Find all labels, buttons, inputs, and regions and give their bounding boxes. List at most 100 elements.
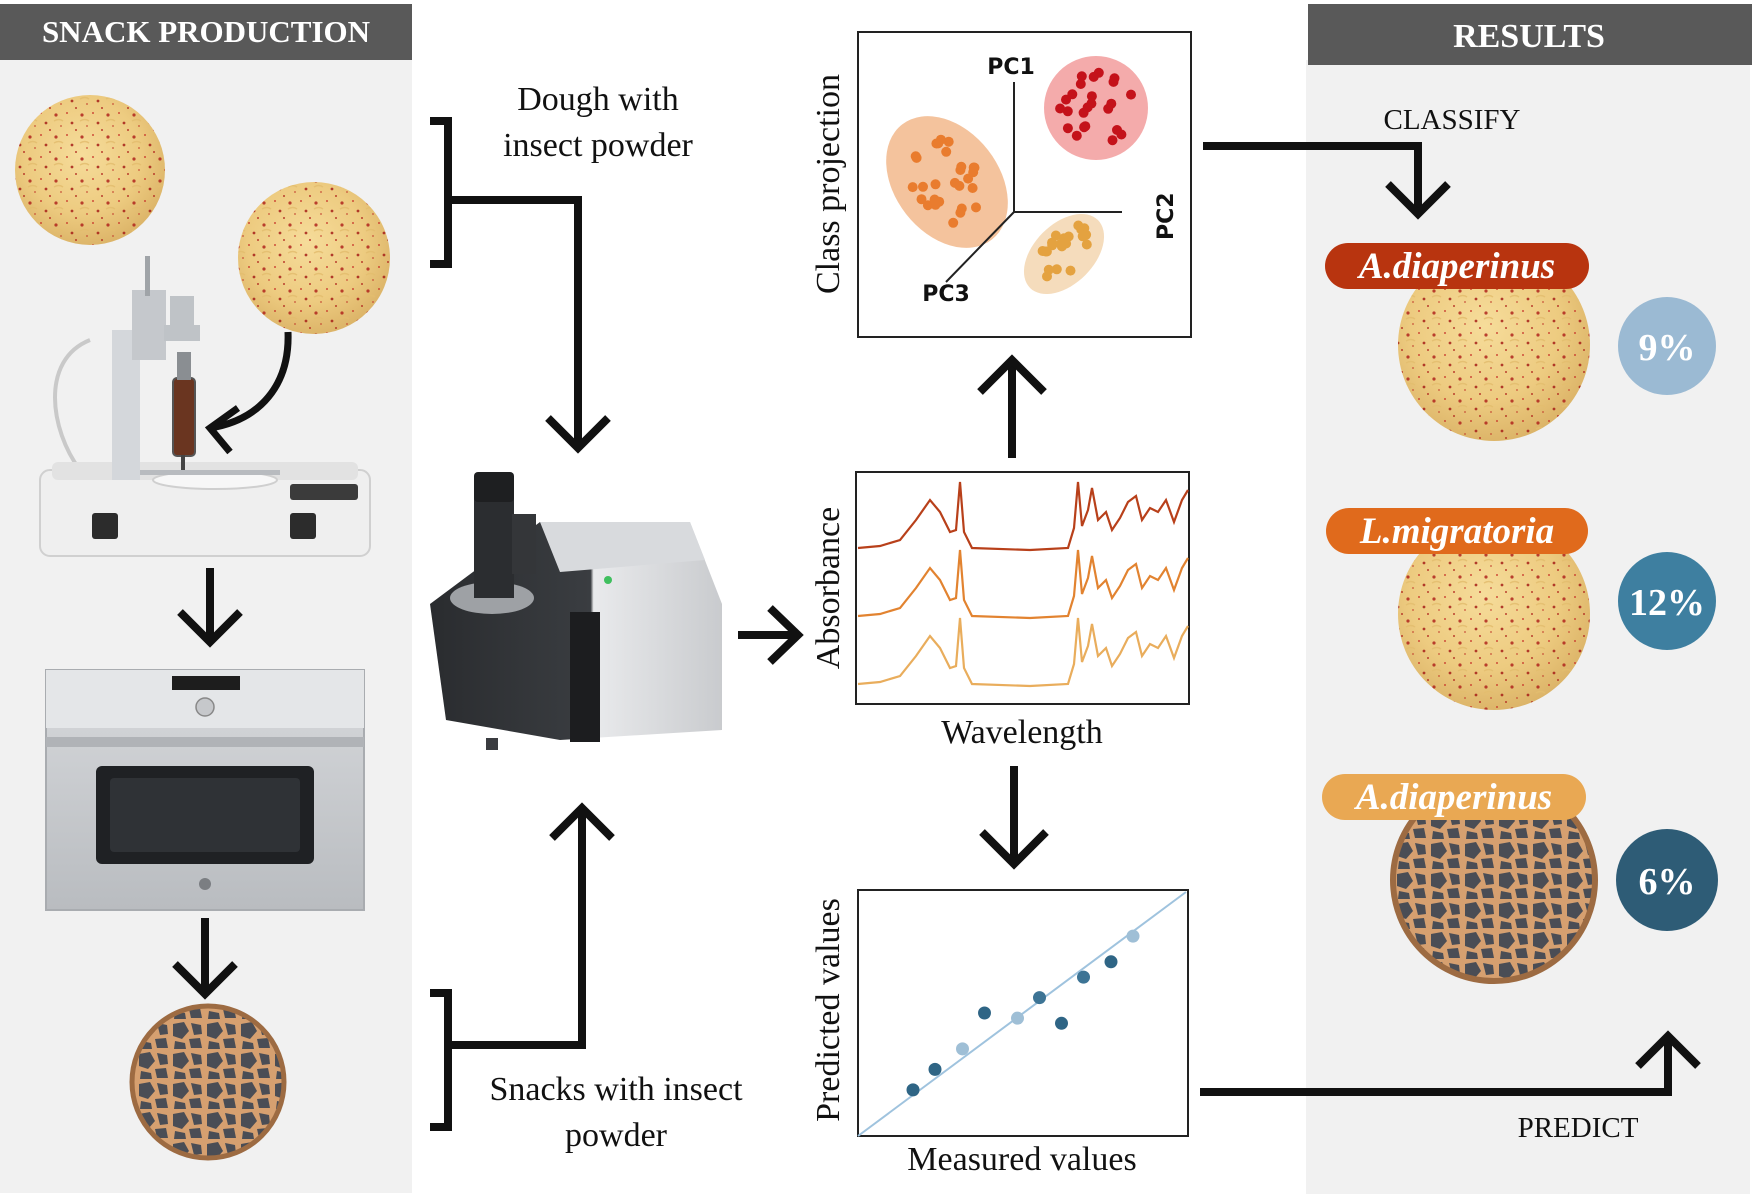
oven-image bbox=[45, 669, 365, 911]
regression-point bbox=[956, 1042, 969, 1056]
pca-point-cluster-b bbox=[1061, 94, 1071, 105]
pca-point-cluster-a bbox=[941, 146, 952, 157]
pca-point-cluster-a bbox=[911, 152, 922, 163]
food-printer-image bbox=[39, 256, 371, 557]
pc3-axis-label: PC3 bbox=[922, 282, 970, 307]
classify-label: CLASSIFY bbox=[1384, 104, 1521, 136]
result-3-percent-badge bbox=[1616, 829, 1718, 931]
dough-image-2 bbox=[238, 182, 390, 334]
result-2-percent: 12% bbox=[1629, 582, 1705, 624]
result-1-species-label: A.diaperinus bbox=[1357, 246, 1555, 287]
spectrum-line-1 bbox=[857, 481, 1189, 552]
spectrometer-to-spectra-arrowhead bbox=[767, 605, 804, 665]
pca-point-cluster-a bbox=[907, 182, 918, 193]
regression-point bbox=[1033, 991, 1046, 1005]
results-header bbox=[1308, 4, 1752, 65]
pca-point-cluster-c bbox=[1065, 265, 1076, 276]
result-1-species-pill bbox=[1325, 243, 1589, 289]
pca-point-cluster-a bbox=[943, 136, 954, 147]
pca-point-cluster-b bbox=[1055, 103, 1066, 114]
pca-point-cluster-a bbox=[955, 165, 966, 175]
pca-point-cluster-a bbox=[969, 162, 980, 173]
spectrometer-image bbox=[430, 472, 722, 750]
spectra-ylabel: Absorbance bbox=[810, 507, 847, 669]
dough-label-line1: Dough with bbox=[517, 81, 679, 118]
pca-point-cluster-a bbox=[955, 207, 966, 218]
pca-point-cluster-b bbox=[1103, 103, 1114, 114]
pca-point-cluster-b bbox=[1112, 125, 1122, 135]
regression-point bbox=[906, 1083, 920, 1097]
predict-label: PREDICT bbox=[1518, 1112, 1639, 1144]
snack-label-line1: Snacks with insect bbox=[489, 1071, 743, 1108]
snack-label-line2: powder bbox=[565, 1117, 668, 1154]
dough-image-1 bbox=[15, 95, 165, 245]
pca-point-cluster-b bbox=[1086, 91, 1097, 102]
regression-point bbox=[1077, 970, 1090, 984]
result-2-species-label: L.migratoria bbox=[1359, 511, 1554, 552]
pca-point-cluster-c bbox=[1041, 246, 1052, 257]
snack-image-small bbox=[129, 1003, 287, 1161]
dough-to-printer-arrowhead bbox=[204, 405, 241, 455]
result-3: A.diaperinus 6% bbox=[1322, 774, 1718, 984]
snack-production-title: SNACK PRODUCTION bbox=[42, 14, 370, 49]
result-2-percent-badge bbox=[1618, 552, 1716, 650]
regression-plot bbox=[857, 889, 1189, 1137]
pca-point-cluster-b bbox=[1082, 102, 1093, 113]
regression-point bbox=[978, 1006, 991, 1020]
result-1-dough-image bbox=[1398, 249, 1590, 441]
pca-point-cluster-a bbox=[930, 179, 941, 190]
result-2-species-pill bbox=[1326, 508, 1588, 554]
result-1-percent-badge bbox=[1618, 297, 1716, 395]
snack-production-header bbox=[0, 4, 412, 60]
pca-point-cluster-c bbox=[1081, 239, 1092, 250]
pca-point-cluster-b bbox=[1126, 89, 1136, 100]
pca-point-cluster-b bbox=[1076, 71, 1087, 82]
pca-point-cluster-b bbox=[1062, 106, 1073, 117]
pca-point-cluster-a bbox=[922, 200, 933, 211]
pca-point-cluster-a bbox=[967, 183, 978, 193]
pca-point-cluster-c bbox=[1051, 264, 1062, 275]
pca-point-cluster-c bbox=[1047, 237, 1057, 248]
pca-point-cluster-a bbox=[948, 217, 959, 228]
snack-bracket bbox=[430, 802, 615, 1131]
regression-point bbox=[1126, 929, 1140, 943]
pca-plot bbox=[857, 31, 1192, 338]
regression-xlabel: Measured values bbox=[907, 1141, 1136, 1178]
result-3-species-pill bbox=[1322, 774, 1586, 820]
regression-point bbox=[1104, 955, 1118, 969]
spectrum-line-3 bbox=[857, 617, 1189, 688]
result-1-percent: 9% bbox=[1639, 327, 1696, 369]
dough-label-line2: insect powder bbox=[503, 127, 693, 164]
regression-point bbox=[928, 1062, 942, 1076]
regression-ylabel: Predicted values bbox=[810, 898, 847, 1122]
oven-to-snack-arrow bbox=[172, 918, 238, 1000]
results-title: RESULTS bbox=[1453, 18, 1605, 55]
result-3-species-label: A.diaperinus bbox=[1354, 777, 1552, 818]
pca-point-cluster-c bbox=[1073, 220, 1084, 231]
pca-point-cluster-b bbox=[1075, 79, 1086, 89]
result-3-percent: 6% bbox=[1639, 861, 1696, 903]
pca-point-cluster-a bbox=[971, 202, 981, 213]
pca-point-cluster-a bbox=[918, 181, 928, 192]
predict-arrow bbox=[1200, 1030, 1701, 1096]
result-2: L.migratoria 12% bbox=[1326, 508, 1716, 710]
pca-point-cluster-b bbox=[1088, 71, 1099, 82]
dough-bracket bbox=[430, 117, 611, 454]
pca-point-cluster-c bbox=[1077, 231, 1088, 242]
pca-point-cluster-b bbox=[1062, 123, 1073, 134]
pc2-axis-label: PC2 bbox=[1154, 192, 1179, 240]
result-1: A.diaperinus 9% bbox=[1325, 243, 1716, 441]
spectra-xlabel: Wavelength bbox=[941, 714, 1103, 751]
pca-point-cluster-c bbox=[1056, 241, 1067, 252]
pca-ylabel: Class projection bbox=[810, 74, 847, 294]
classify-arrow bbox=[1203, 142, 1451, 220]
pca-point-cluster-a bbox=[916, 194, 927, 205]
pca-point-cluster-c bbox=[1042, 271, 1052, 282]
result-2-dough-image bbox=[1398, 518, 1590, 710]
spectra-to-pca-arrow bbox=[977, 354, 1047, 458]
spectra-plot bbox=[855, 471, 1190, 705]
regression-point bbox=[1011, 1011, 1024, 1025]
pca-point-cluster-b bbox=[1071, 130, 1082, 141]
spectra-to-regression-arrow bbox=[979, 766, 1049, 870]
pca-point-cluster-b bbox=[1080, 121, 1091, 132]
